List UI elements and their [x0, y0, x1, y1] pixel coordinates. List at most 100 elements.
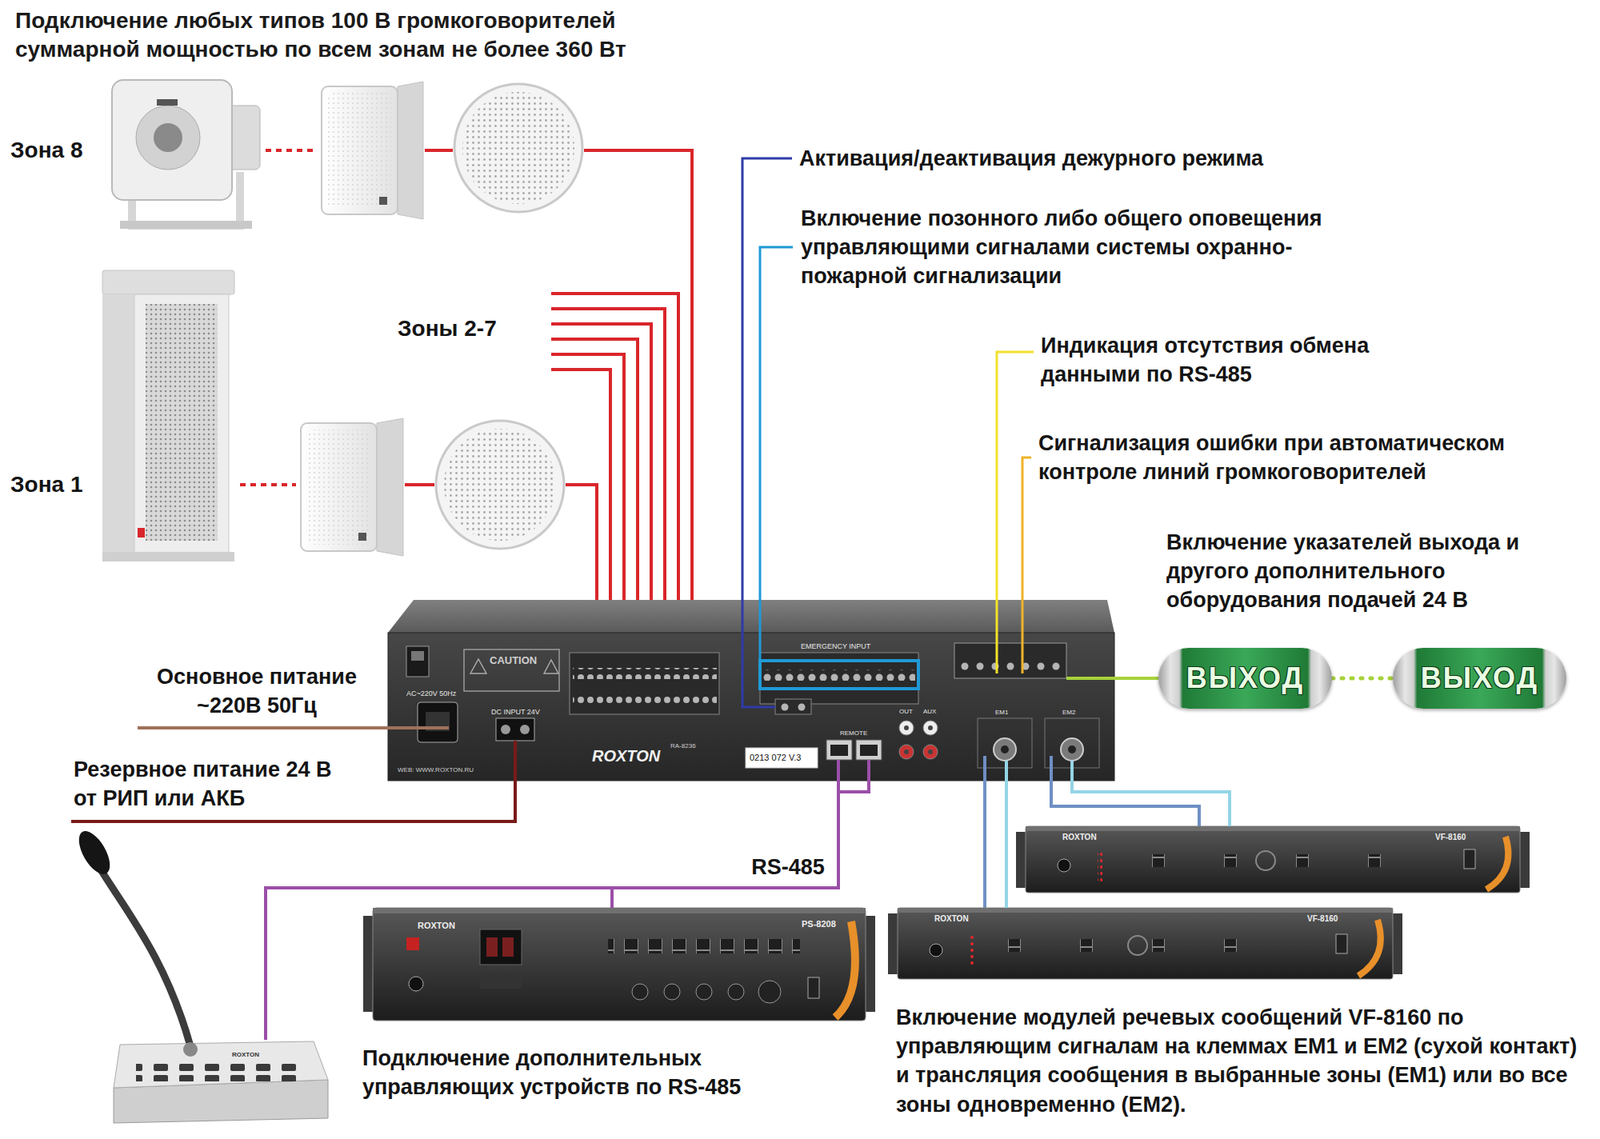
- leader-line-part: [996, 352, 1034, 674]
- speaker-wire-part: [240, 483, 296, 487]
- device-marking: VF-8160: [1307, 914, 1338, 924]
- wall-speaker-part: [321, 86, 398, 215]
- amplifier-body-part: [775, 699, 812, 715]
- wall-speaker-part: [307, 429, 371, 545]
- ceiling-speaker-part: [436, 420, 564, 549]
- panel-marking: WEB: WWW.ROXTON.RU: [397, 766, 474, 775]
- exit-sign: ВЫХОД: [1158, 648, 1332, 709]
- amplifier-body-part: [763, 669, 916, 681]
- panel-marking: AC~220V 50Hz: [406, 689, 456, 699]
- amplifier-body-part: [406, 646, 429, 677]
- zone-selector-body-part: [728, 984, 744, 1000]
- column-speaker: [102, 270, 235, 562]
- message-module-body-part: [1097, 849, 1103, 882]
- column-speaker-part: [102, 294, 135, 554]
- amplifier-body-part: [464, 649, 560, 692]
- message-module-body-part: [897, 908, 1393, 913]
- callout-text: Активация/деактивация дежурного режима: [799, 144, 1264, 173]
- panel-marking: AUX: [923, 708, 936, 716]
- microphone-console: ROXTON: [112, 1040, 328, 1124]
- microphone-console-body-part: [183, 1042, 198, 1057]
- connector: [265, 780, 839, 1040]
- panel-marking: OUT: [899, 708, 913, 716]
- amplifier-body-part: [544, 660, 559, 674]
- amplifier-body-part: [496, 718, 535, 741]
- panel-marking: REMOTE: [840, 729, 868, 738]
- amplifier-body-part: [928, 749, 933, 755]
- ceiling-speaker-part: [444, 428, 556, 541]
- power-wire: [71, 728, 516, 822]
- amplifier-body-part: [904, 749, 909, 755]
- callout-text: Резервное питание 24 В от РИП или АКБ: [73, 755, 334, 813]
- panel-marking: EMERGENCY INPUT: [800, 642, 871, 652]
- message-module-body-part: [1128, 936, 1148, 956]
- panel-marking: EM2: [1062, 708, 1076, 717]
- amplifier-body-part: [904, 725, 909, 731]
- zone-selector-body-part: [608, 939, 800, 954]
- message-module-body: [1016, 826, 1530, 893]
- device-marking: ROXTON: [1062, 832, 1097, 843]
- message-module-body-part: [1025, 826, 1520, 832]
- horn-speaker-part: [136, 105, 200, 170]
- amplifier-body-part: [572, 696, 717, 708]
- leader-line-part: [1022, 457, 1032, 674]
- callout-text: Сигнализация ошибки при автоматическом к…: [1038, 428, 1583, 487]
- amplifier-body-part: [923, 744, 938, 760]
- amplifier-body-part: [993, 738, 1016, 761]
- speaker-wire-part: [404, 483, 435, 487]
- horn-speaker-part: [112, 80, 232, 200]
- message-module-body-part: [897, 908, 1393, 980]
- amplifier-body-part: [856, 740, 882, 760]
- callout-text: Подключение дополнительных управляющих у…: [362, 1044, 819, 1102]
- ceiling-speaker: [436, 420, 564, 549]
- zone-selector-body-part: [480, 929, 522, 965]
- horn-speaker-part: [156, 99, 178, 106]
- zone-selector-body-part: [406, 937, 420, 951]
- panel-marking: DC INPUT 24V: [491, 708, 540, 717]
- amplifier-body-part: [899, 720, 914, 736]
- amplifier-body-part: [1044, 718, 1100, 768]
- amplifier-body-part: [830, 744, 848, 756]
- microphone-console-body-part: [72, 826, 116, 880]
- diagram-title: Подключение любых типов 100 В громкогово…: [15, 6, 736, 65]
- zone-selector-body: [363, 908, 876, 1021]
- amplifier-body-part: [899, 744, 914, 760]
- zone-selector-body-part: [408, 976, 424, 992]
- wall-speaker: [300, 418, 404, 556]
- horn-speaker-part: [153, 123, 183, 152]
- message-module-body-part: [1336, 934, 1348, 954]
- amplifier-body-part: [500, 724, 511, 735]
- ceiling-speaker-part: [462, 92, 575, 204]
- sign-text: ВЫХОД: [1420, 660, 1540, 696]
- message-module-body-part: [969, 932, 975, 968]
- emergency-input-frame: [760, 660, 919, 689]
- microphone-console-body-part: [136, 1064, 296, 1082]
- panel-marking: CAUTION: [489, 654, 537, 668]
- microphone-console-body-part: [113, 1041, 328, 1088]
- column-speaker-part: [137, 528, 145, 538]
- wall-speaker: [321, 81, 424, 220]
- speaker-wire-part: [265, 148, 317, 152]
- power-wire-part: [71, 740, 516, 822]
- amplifier-body-part: [520, 724, 530, 735]
- zone-selector-body-part: [372, 908, 866, 1021]
- callout-text: Включение модулей речевых сообщений VF-8…: [896, 1003, 1584, 1120]
- sign-text: ВЫХОД: [1186, 660, 1305, 696]
- amplifier-body-part: [470, 659, 487, 674]
- column-speaker-part: [102, 552, 235, 562]
- amplifier-body-part: [954, 643, 1067, 679]
- leader-line-part: [760, 247, 793, 661]
- message-module: ROXTONVF-8160: [1025, 826, 1520, 893]
- serial-sticker-text: 0213 072 V.3: [749, 752, 801, 764]
- message-module-body-part: [929, 944, 943, 957]
- power-wire-part: [137, 726, 449, 730]
- amplifier-body-part: [1000, 745, 1009, 754]
- amplifier-body-part: [411, 651, 424, 661]
- amplifier-body: [388, 600, 1115, 781]
- wall-speaker-part: [300, 423, 377, 552]
- zone-selector-body-part: [664, 984, 680, 1000]
- column-speaker-part: [145, 304, 218, 541]
- message-module-body-part: [1025, 826, 1520, 893]
- zone-selector-body-part: [835, 921, 856, 1018]
